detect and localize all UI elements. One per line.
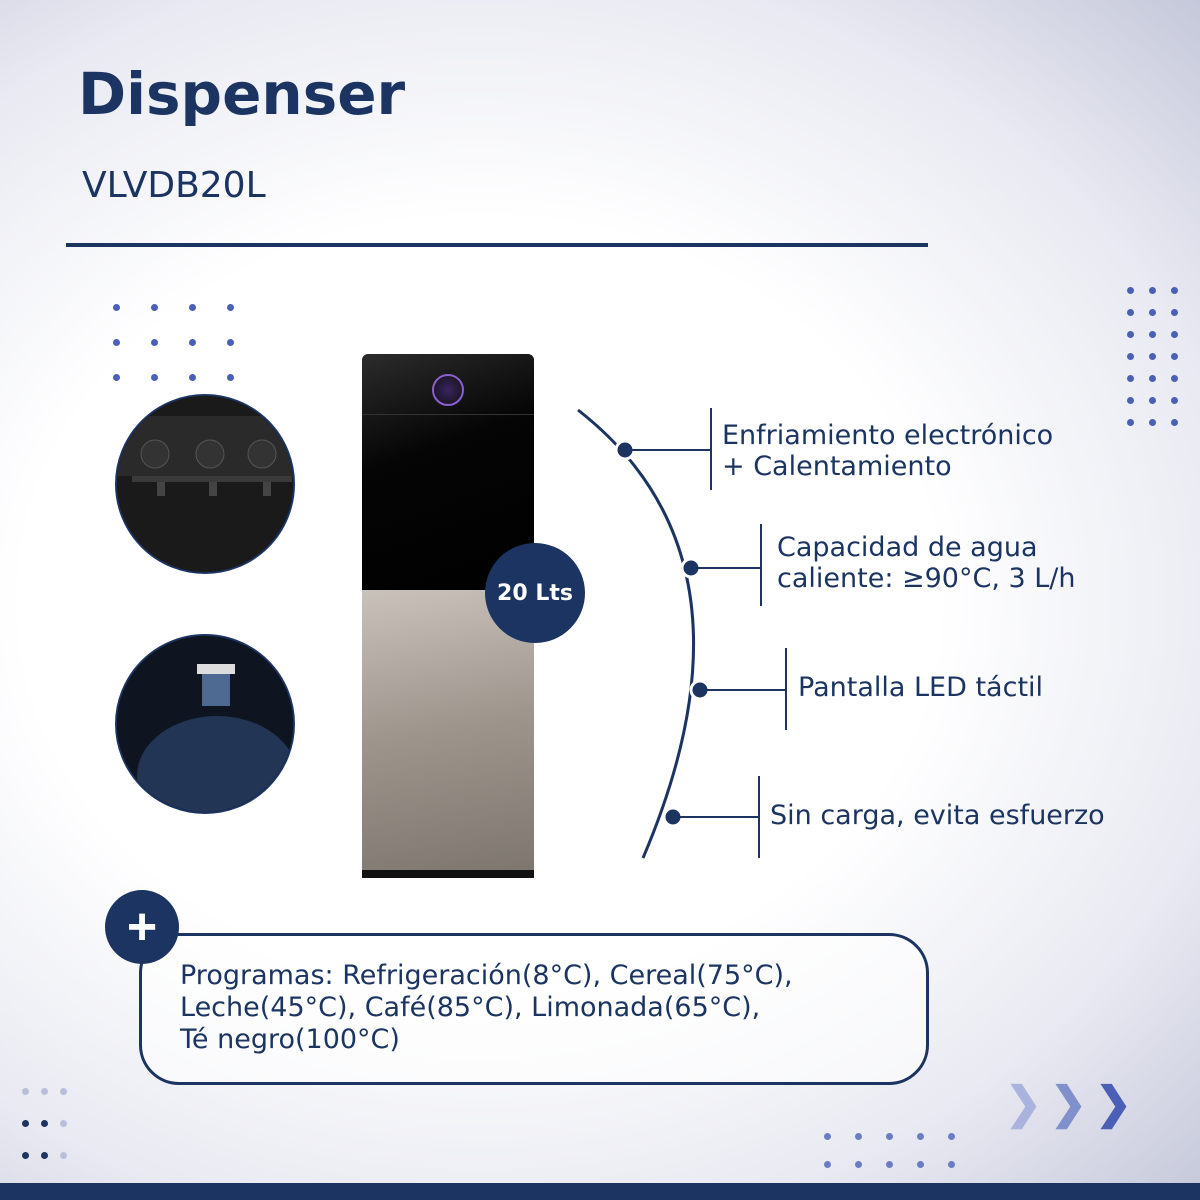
dot xyxy=(22,1120,29,1127)
dot xyxy=(1127,375,1134,382)
connector-line xyxy=(630,449,710,451)
dot xyxy=(60,1120,67,1127)
detail-photo-taps xyxy=(115,394,295,574)
dot xyxy=(1171,353,1178,360)
dot xyxy=(60,1088,67,1095)
dispenser-top-panel xyxy=(362,354,534,590)
dot xyxy=(1149,287,1156,294)
dot xyxy=(1127,353,1134,360)
dot xyxy=(886,1133,893,1140)
programs-line: Leche(45°C), Café(85°C), Limonada(65°C), xyxy=(180,992,761,1023)
touch-dial-icon xyxy=(432,374,464,406)
dot xyxy=(855,1161,862,1168)
dot xyxy=(1127,419,1134,426)
chevron-right-icon: ❯ xyxy=(1095,1079,1132,1128)
dot xyxy=(227,304,234,311)
dot xyxy=(227,374,234,381)
dot xyxy=(1171,331,1178,338)
model-code: VLVDB20L xyxy=(82,165,266,206)
connector-line xyxy=(696,567,760,569)
dot xyxy=(1149,375,1156,382)
dot xyxy=(60,1152,67,1159)
programs-box xyxy=(139,933,929,1085)
dot xyxy=(189,374,196,381)
dot xyxy=(948,1161,955,1168)
divider xyxy=(66,243,928,247)
page-title: Dispenser xyxy=(78,60,406,128)
connector-bar xyxy=(785,648,787,730)
chevron-right-icon: ❯ xyxy=(1005,1079,1042,1128)
connector-line xyxy=(705,689,785,691)
dot xyxy=(1171,309,1178,316)
dot xyxy=(824,1133,831,1140)
connector-bar xyxy=(758,776,760,858)
dot xyxy=(1149,419,1156,426)
feature-no-lift: Sin carga, evita esfuerzo xyxy=(770,800,1105,831)
dot xyxy=(227,339,234,346)
capacity-badge: 20 Lts xyxy=(485,543,585,643)
dot xyxy=(948,1133,955,1140)
feature-text: Capacidad de agua xyxy=(777,532,1038,563)
feature-text: Enfriamiento electrónico xyxy=(722,420,1054,451)
dot xyxy=(1171,419,1178,426)
dot xyxy=(22,1088,29,1095)
connector-line xyxy=(678,816,758,818)
dot xyxy=(41,1152,48,1159)
footer-bar xyxy=(0,1183,1200,1200)
dot xyxy=(1171,397,1178,404)
dot xyxy=(22,1152,29,1159)
dot xyxy=(1149,353,1156,360)
connector-bar xyxy=(760,524,762,606)
dot xyxy=(917,1133,924,1140)
dispenser-cabinet xyxy=(362,590,534,870)
dot xyxy=(1127,397,1134,404)
dot xyxy=(189,304,196,311)
feature-led: Pantalla LED táctil xyxy=(798,672,1044,703)
dot xyxy=(1127,287,1134,294)
dot xyxy=(151,304,158,311)
panel-seam xyxy=(362,414,534,415)
feature-cooling: Enfriamiento electrónico + Calentamiento xyxy=(722,420,1053,482)
dot xyxy=(113,304,120,311)
dot xyxy=(886,1161,893,1168)
feature-text: + Calentamiento xyxy=(722,451,952,482)
programs-line: Té negro(100°C) xyxy=(180,1024,400,1055)
dot xyxy=(41,1120,48,1127)
dot xyxy=(855,1133,862,1140)
feature-hot-water: Capacidad de agua caliente: ≥90°C, 3 L/h xyxy=(777,532,1076,594)
dot xyxy=(1149,331,1156,338)
dot xyxy=(151,374,158,381)
detail-photo-bottle xyxy=(115,634,295,814)
dot xyxy=(1149,397,1156,404)
dot xyxy=(1149,309,1156,316)
dot xyxy=(1127,309,1134,316)
dot xyxy=(824,1161,831,1168)
dot xyxy=(41,1088,48,1095)
dot xyxy=(1171,287,1178,294)
chevron-right-icon: ❯ xyxy=(1050,1079,1087,1128)
dot xyxy=(189,339,196,346)
dot xyxy=(113,374,120,381)
programs-text: Programas: Refrigeración(8°C), Cereal(75… xyxy=(180,960,910,1056)
dispenser-base xyxy=(362,870,534,878)
dot xyxy=(1171,375,1178,382)
connector-bar xyxy=(710,408,712,490)
feature-text: caliente: ≥90°C, 3 L/h xyxy=(777,563,1076,594)
dot xyxy=(1127,331,1134,338)
programs-line: Programas: Refrigeración(8°C), Cereal(75… xyxy=(180,960,793,991)
dot xyxy=(151,339,158,346)
dot xyxy=(917,1161,924,1168)
dot xyxy=(113,339,120,346)
plus-icon: + xyxy=(105,890,179,964)
